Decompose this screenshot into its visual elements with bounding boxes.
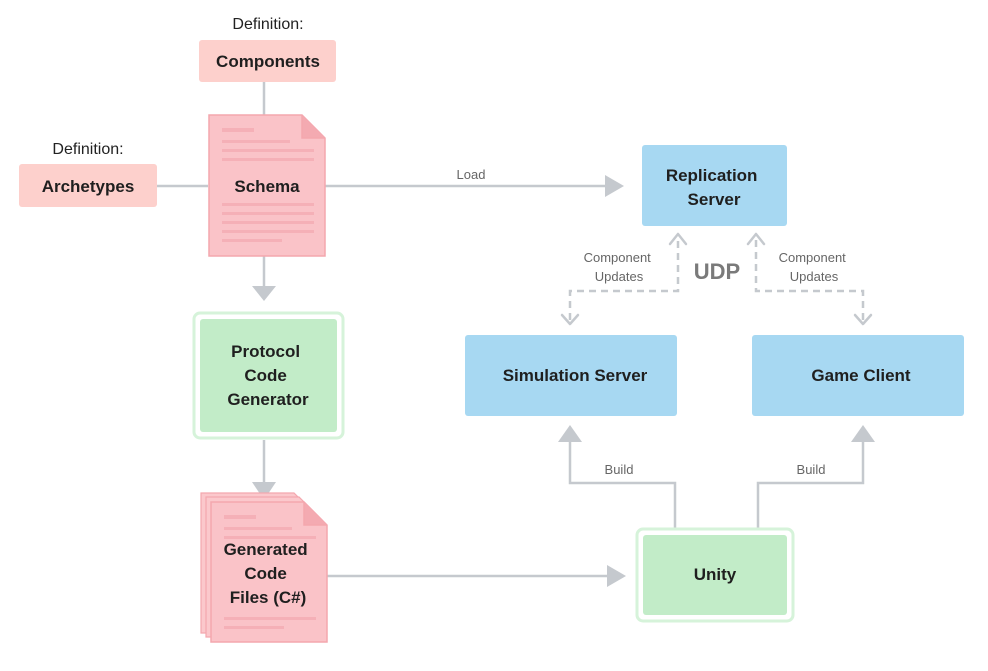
build-right-label: Build — [797, 462, 826, 477]
simulation-updates-dashed-line — [568, 240, 680, 320]
arrowheads — [252, 175, 875, 587]
client-down-arrowhead — [853, 313, 873, 326]
simulation-server-label: Simulation Server — [503, 366, 648, 385]
components-definition-label: Definition: — [232, 16, 303, 33]
client-build-arrowhead — [851, 425, 875, 442]
simulation-server-node: Simulation Server — [465, 335, 677, 416]
udp-label: UDP — [694, 259, 740, 284]
schema-document: Schema — [208, 114, 326, 257]
dashed-connectors — [568, 240, 865, 320]
build-left-label: Build — [605, 462, 634, 477]
replication-up-right-arrowhead — [746, 232, 766, 246]
game-client-label: Game Client — [811, 366, 911, 385]
component-updates-right-label: Component Updates — [779, 250, 850, 284]
generated-files-lines — [224, 515, 316, 629]
client-updates-dashed-line — [754, 240, 865, 320]
schema-document-fold — [301, 115, 325, 139]
generated-files-document: Generated Code Files (C#) — [200, 492, 328, 643]
unity-label: Unity — [694, 565, 737, 584]
simulation-down-arrowhead — [560, 313, 580, 326]
components-node: Components — [199, 40, 336, 82]
protocol-generator-node: Protocol Code Generator — [192, 311, 345, 440]
generated-files-fold — [303, 502, 327, 526]
generated-files-label: Generated Code Files (C#) — [224, 540, 313, 607]
archetypes-definition-label: Definition: — [52, 141, 123, 158]
components-label: Components — [216, 52, 320, 71]
unity-to-simulation-line — [568, 438, 677, 530]
simulation-build-arrowhead — [558, 425, 582, 442]
connectors — [157, 82, 865, 578]
component-updates-left-label: Component Updates — [584, 250, 655, 284]
unity-node: Unity — [635, 527, 795, 623]
protocol-generator-label: Protocol Code Generator — [227, 342, 309, 409]
files-arrowhead — [252, 482, 276, 500]
load-arrowhead — [605, 175, 624, 197]
archetypes-label: Archetypes — [42, 177, 135, 196]
load-edge-label: Load — [457, 167, 486, 182]
schema-document-lines — [222, 128, 314, 242]
replication-server-label: Replication Server — [666, 166, 762, 209]
archetypes-node: Archetypes — [19, 164, 157, 207]
unity-arrowhead — [607, 565, 626, 587]
unity-to-client-line — [756, 438, 865, 530]
replication-server-node: Replication Server — [642, 145, 787, 226]
open-arrowheads — [560, 232, 873, 326]
schema-label: Schema — [234, 177, 300, 196]
replication-up-left-arrowhead — [668, 232, 688, 246]
generator-arrowhead — [252, 286, 276, 301]
game-client-node: Game Client — [752, 335, 964, 416]
